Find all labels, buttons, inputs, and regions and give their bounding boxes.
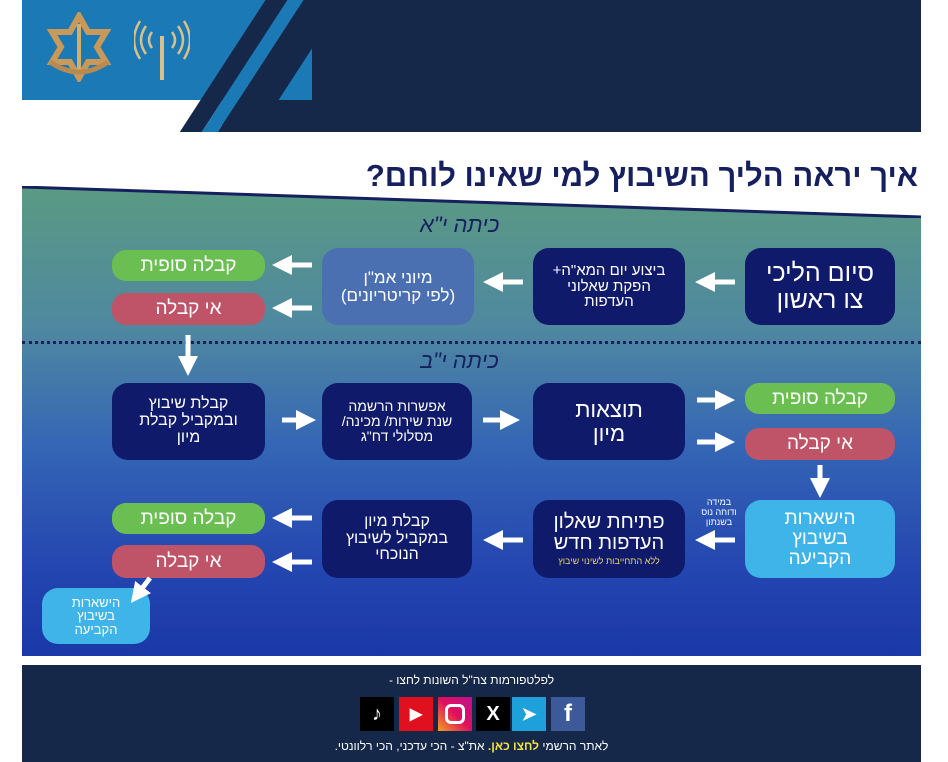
section-label-grade-11: כיתה י"א [420,212,500,237]
accept-final-badge: קבלה סופית [745,383,895,414]
step-text: ובמקביל קבלת [139,412,238,430]
idf-emblem-icon [46,12,112,82]
step-text: מיוני אמ"ן [363,267,433,287]
step-text: בשיבוץ [77,608,115,624]
step-text: סיום הליכי [766,259,874,288]
step-text: מסלולי דח"ג [360,427,434,444]
step-text: העדפות [584,293,634,311]
step-subtext: ללא התחייבות לשינוי שיבוץ [558,555,660,566]
site-suffix: את"צ - הכי עדכני, הכי רלוונטי. [334,739,485,753]
step-text: הקביעה [74,621,118,637]
official-site-text: לאתר הרשמי לחצו כאן. את"צ - הכי עדכני, ה… [22,739,921,753]
step-text: במקביל לשיבוץ [345,529,449,547]
instagram-icon[interactable] [438,697,472,731]
footer: לפלטפורמות צה"ל השונות לחצו - ♪ ▶ X ➤ f … [22,665,921,762]
step-text: ביצוע יום המא"ה+ [552,261,666,279]
step-text: צו ראשון [776,285,864,314]
page-title: איך יראה הליך השיבוץ למי שאינו לוחם? [365,158,918,193]
step-text: אפשרות הרשמה [348,398,446,415]
reject-badge: אי קבלה [745,428,895,460]
reject-badge: אי קבלה [112,545,265,578]
step-text: תוצאות [575,397,643,423]
step-text: קבלת שיבוץ [148,395,229,413]
step-text: הנוכחי [375,546,419,564]
step-intelligence-screening: מיוני אמ"ן(לפי קריטריונים) [322,248,474,325]
note-text: בשנתון [705,516,733,527]
step-text: הפקת שאלוני [567,277,651,295]
step-text: שנת שירות/ מכינה/ [341,413,453,430]
radio-antenna-icon [134,20,190,80]
step-text: הישארות [784,508,856,530]
telegram-icon[interactable]: ➤ [512,697,546,731]
facebook-icon[interactable]: f [551,697,585,731]
note-text: במידה [706,497,732,507]
step-text: פתיחת שאלון [553,510,665,533]
step-text: מיון [592,420,626,446]
site-prefix: לאתר הרשמי [542,739,609,753]
tiktok-icon[interactable]: ♪ [360,697,394,731]
step-text: הישארות [71,594,121,610]
accept-final-badge: קבלה סופית [112,250,265,281]
x-icon[interactable]: X [476,697,510,731]
header-banner [22,0,921,132]
reject-badge: אי קבלה [112,293,265,325]
step-text: העדפות חדש [553,531,665,554]
accept-final-badge: קבלה סופית [112,503,265,534]
step-text: מיון [176,428,201,446]
youtube-icon[interactable]: ▶ [399,697,433,731]
section-divider [22,341,921,344]
section-label-grade-12: כיתה י"ב [420,348,499,373]
step-text: הקביעה [788,547,852,569]
step-text: בשיבוץ [792,528,848,550]
platforms-text: לפלטפורמות צה"ל השונות לחצו - [388,673,555,687]
step-text: (לפי קריטריונים) [340,285,456,305]
step-text: קבלת מיון [364,512,430,530]
official-site-link[interactable]: לחצו כאן. [487,739,539,753]
note-text: ודוחה נוס [701,506,737,517]
